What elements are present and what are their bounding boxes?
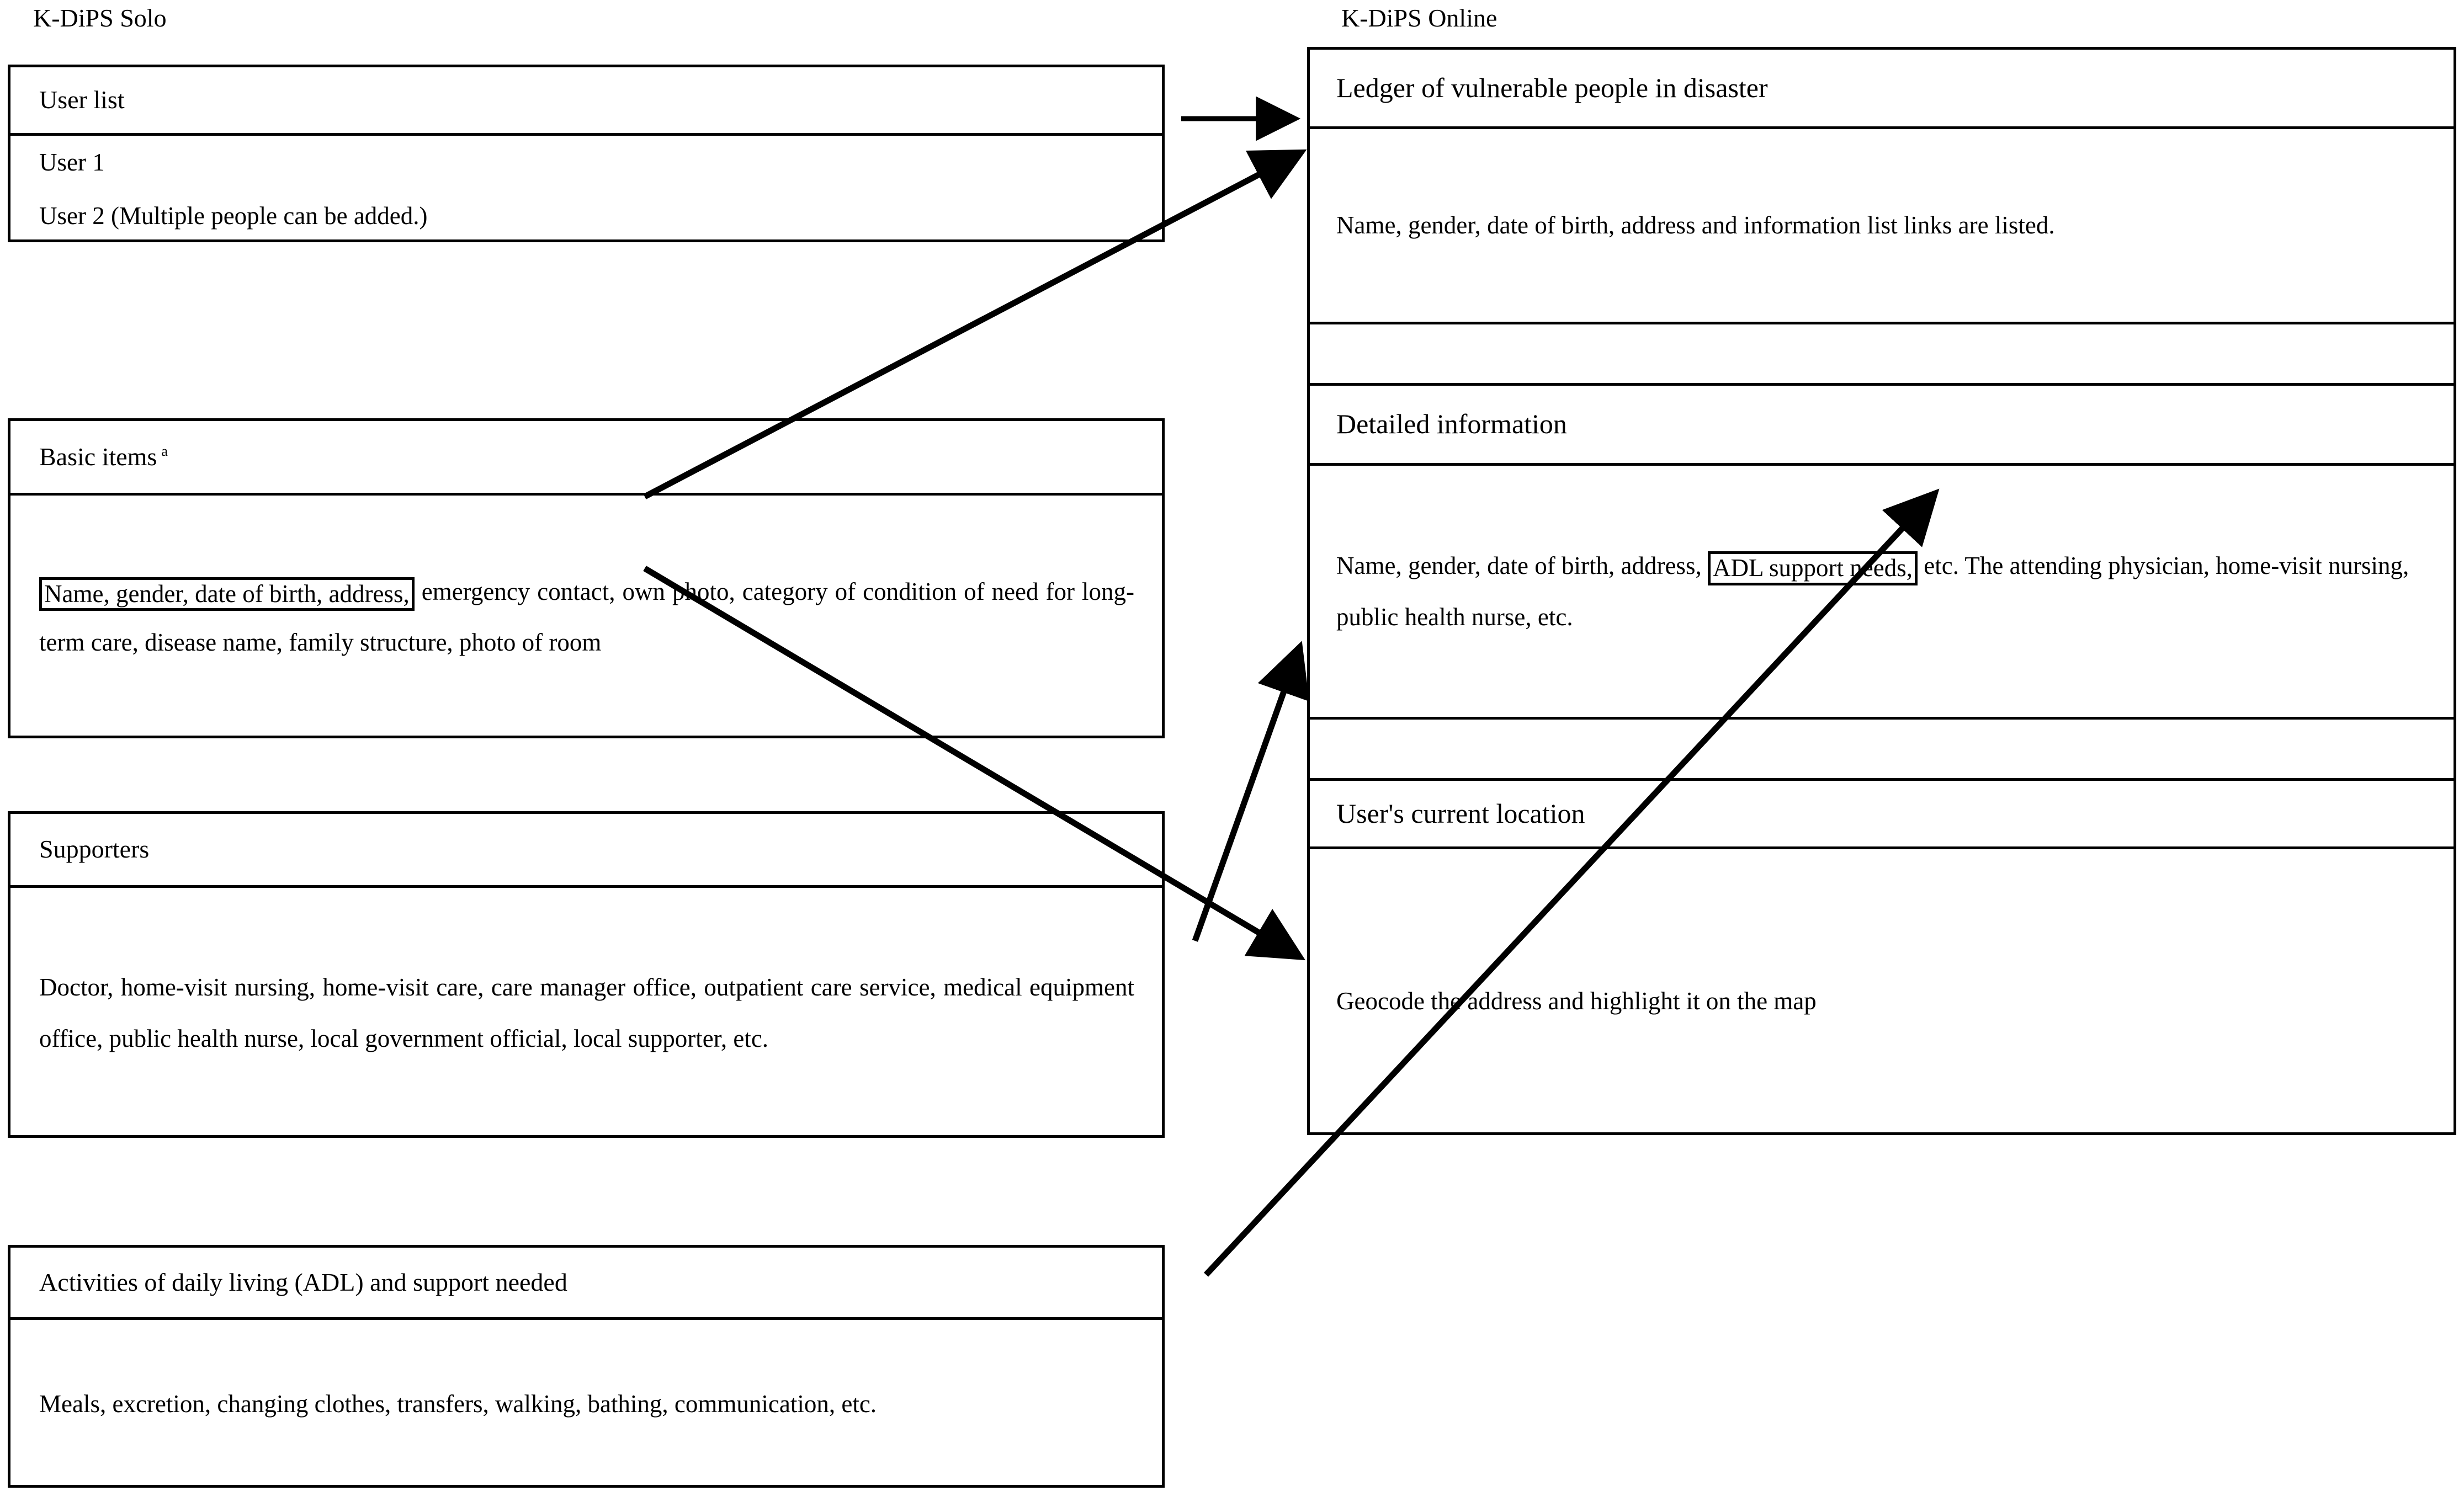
basic-items-highlight-box: Name, gender, date of birth, address, <box>39 577 415 611</box>
user-list-title: User list <box>39 86 125 114</box>
row-detailed-information-body: Name, gender, date of birth, address, AD… <box>1310 466 2454 720</box>
footnote-marker-a: a <box>161 443 168 460</box>
row-spacer-1 <box>1310 324 2454 386</box>
adl-title: Activities of daily living (ADL) and sup… <box>39 1268 567 1296</box>
supporters-title: Supporters <box>39 835 150 864</box>
row-ledger-title: Ledger of vulnerable people in disaster <box>1310 50 2454 129</box>
supporters-body-text: Doctor, home-visit nursing, home-visit c… <box>39 973 1134 1052</box>
row-basic-items-body: Name, gender, date of birth, address, em… <box>10 496 1162 738</box>
column-header-right: K-DiPS Online <box>1341 4 1497 32</box>
user-current-location-title: User's current location <box>1336 797 1585 829</box>
row-user-list-title: User list <box>10 67 1162 136</box>
basic-items-title: Basic items <box>39 442 157 471</box>
box-user-list: User list User 1 User 2 (Multiple people… <box>8 65 1165 242</box>
row-ledger-body: Name, gender, date of birth, address and… <box>1310 129 2454 324</box>
row-detailed-information-title: Detailed information <box>1310 386 2454 466</box>
detailed-information-body-wrap: Name, gender, date of birth, address, AD… <box>1310 540 2454 642</box>
detailed-information-title: Detailed information <box>1336 408 1567 440</box>
row-adl-title: Activities of daily living (ADL) and sup… <box>10 1248 1162 1320</box>
user-list-line-2: User 2 (Multiple people can be added.) <box>39 201 428 230</box>
adl-support-needs-highlight-box: ADL support needs, <box>1707 551 1918 585</box>
row-supporters-title: Supporters <box>10 814 1162 888</box>
box-activities-of-daily-living: Activities of daily living (ADL) and sup… <box>8 1245 1165 1488</box>
row-user-list-entries: User 1 User 2 (Multiple people can be ad… <box>10 136 1162 242</box>
user-list-line-1: User 1 <box>39 148 105 176</box>
user-current-location-body-text: Geocode the address and highlight it on … <box>1336 987 1817 1015</box>
box-supporters: Supporters Doctor, home-visit nursing, h… <box>8 811 1165 1138</box>
row-user-current-location-body: Geocode the address and highlight it on … <box>1310 849 2454 1132</box>
row-supporters-body: Doctor, home-visit nursing, home-visit c… <box>10 888 1162 1138</box>
row-adl-body: Meals, excretion, changing clothes, tran… <box>10 1320 1162 1488</box>
basic-items-body-wrap: Name, gender, date of birth, address, em… <box>10 566 1162 668</box>
adl-body-text: Meals, excretion, changing clothes, tran… <box>39 1389 877 1418</box>
detailed-body-pre: Name, gender, date of birth, address, <box>1336 552 1708 580</box>
row-user-current-location-title: User's current location <box>1310 781 2454 849</box>
box-kdips-online: Ledger of vulnerable people in disaster … <box>1307 47 2456 1135</box>
ledger-title: Ledger of vulnerable people in disaster <box>1336 72 1768 103</box>
row-spacer-2 <box>1310 720 2454 781</box>
ledger-body-text: Name, gender, date of birth, address and… <box>1336 211 2055 239</box>
arrow-supporters-to-detailed-information <box>1192 641 1310 942</box>
column-header-left: K-DiPS Solo <box>33 4 167 32</box>
